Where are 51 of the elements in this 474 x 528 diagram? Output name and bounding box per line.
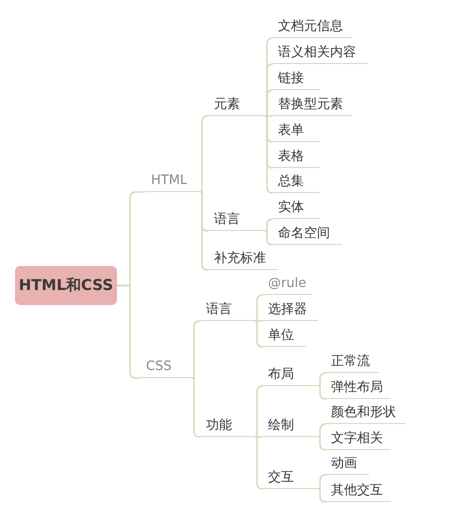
branch-line bbox=[255, 320, 264, 348]
branch-line bbox=[318, 436, 327, 451]
topic-label: 语言 bbox=[200, 300, 255, 321]
topic-label: @rule bbox=[262, 274, 312, 295]
branch-line bbox=[265, 115, 272, 117]
topic-label: 元素 bbox=[208, 95, 265, 116]
branch-line bbox=[117, 284, 140, 379]
branch-line bbox=[192, 320, 201, 379]
topic-label: 功能 bbox=[200, 416, 255, 437]
topic-label: 总集 bbox=[272, 172, 320, 193]
topic-label: 绘制 bbox=[262, 416, 318, 437]
branch-line bbox=[255, 385, 264, 438]
branch-line bbox=[255, 320, 262, 322]
branch-line bbox=[265, 218, 274, 232]
topic-label: 文档元信息 bbox=[272, 17, 352, 38]
branch-line bbox=[318, 474, 327, 490]
topic-label: 动画 bbox=[325, 454, 369, 475]
topic-label: 表单 bbox=[272, 121, 320, 142]
branch-line bbox=[318, 423, 327, 438]
branch-line bbox=[265, 89, 274, 117]
topic-label: 语义相关内容 bbox=[272, 43, 368, 64]
topic-label: 正常流 bbox=[325, 352, 379, 373]
topic-label: 链接 bbox=[272, 69, 320, 90]
topic-label: 补充标准 bbox=[208, 249, 278, 270]
branch-line bbox=[255, 436, 264, 490]
topic-label: 单位 bbox=[262, 326, 306, 347]
root-topic-box: HTML和CSS bbox=[15, 266, 117, 305]
topic-label: 颜色和形状 bbox=[325, 403, 405, 424]
branch-line bbox=[255, 294, 264, 322]
branch-line bbox=[318, 488, 327, 503]
topic-label: CSS bbox=[140, 357, 192, 378]
branch-line bbox=[200, 191, 209, 271]
topic-label: 弹性布局 bbox=[325, 378, 391, 399]
topic-label: 交互 bbox=[262, 468, 318, 489]
branch-line bbox=[265, 230, 274, 246]
topic-label: 布局 bbox=[262, 365, 318, 386]
topic-label: 选择器 bbox=[262, 300, 318, 321]
topic-label: 替换型元素 bbox=[272, 95, 352, 116]
topic-label: 语言 bbox=[208, 210, 265, 231]
topic-label: 实体 bbox=[272, 198, 320, 219]
topic-label: 其他交互 bbox=[325, 481, 391, 502]
topic-label: 文字相关 bbox=[325, 429, 391, 450]
branch-line bbox=[265, 115, 274, 194]
topic-label: HTML bbox=[145, 171, 200, 192]
branch-line bbox=[318, 372, 327, 387]
branch-line bbox=[192, 377, 201, 438]
branch-line bbox=[318, 385, 327, 400]
branch-line bbox=[255, 436, 262, 438]
topic-label: 命名空间 bbox=[272, 224, 342, 245]
topic-label: 表格 bbox=[272, 147, 320, 168]
branch-line bbox=[200, 115, 209, 193]
